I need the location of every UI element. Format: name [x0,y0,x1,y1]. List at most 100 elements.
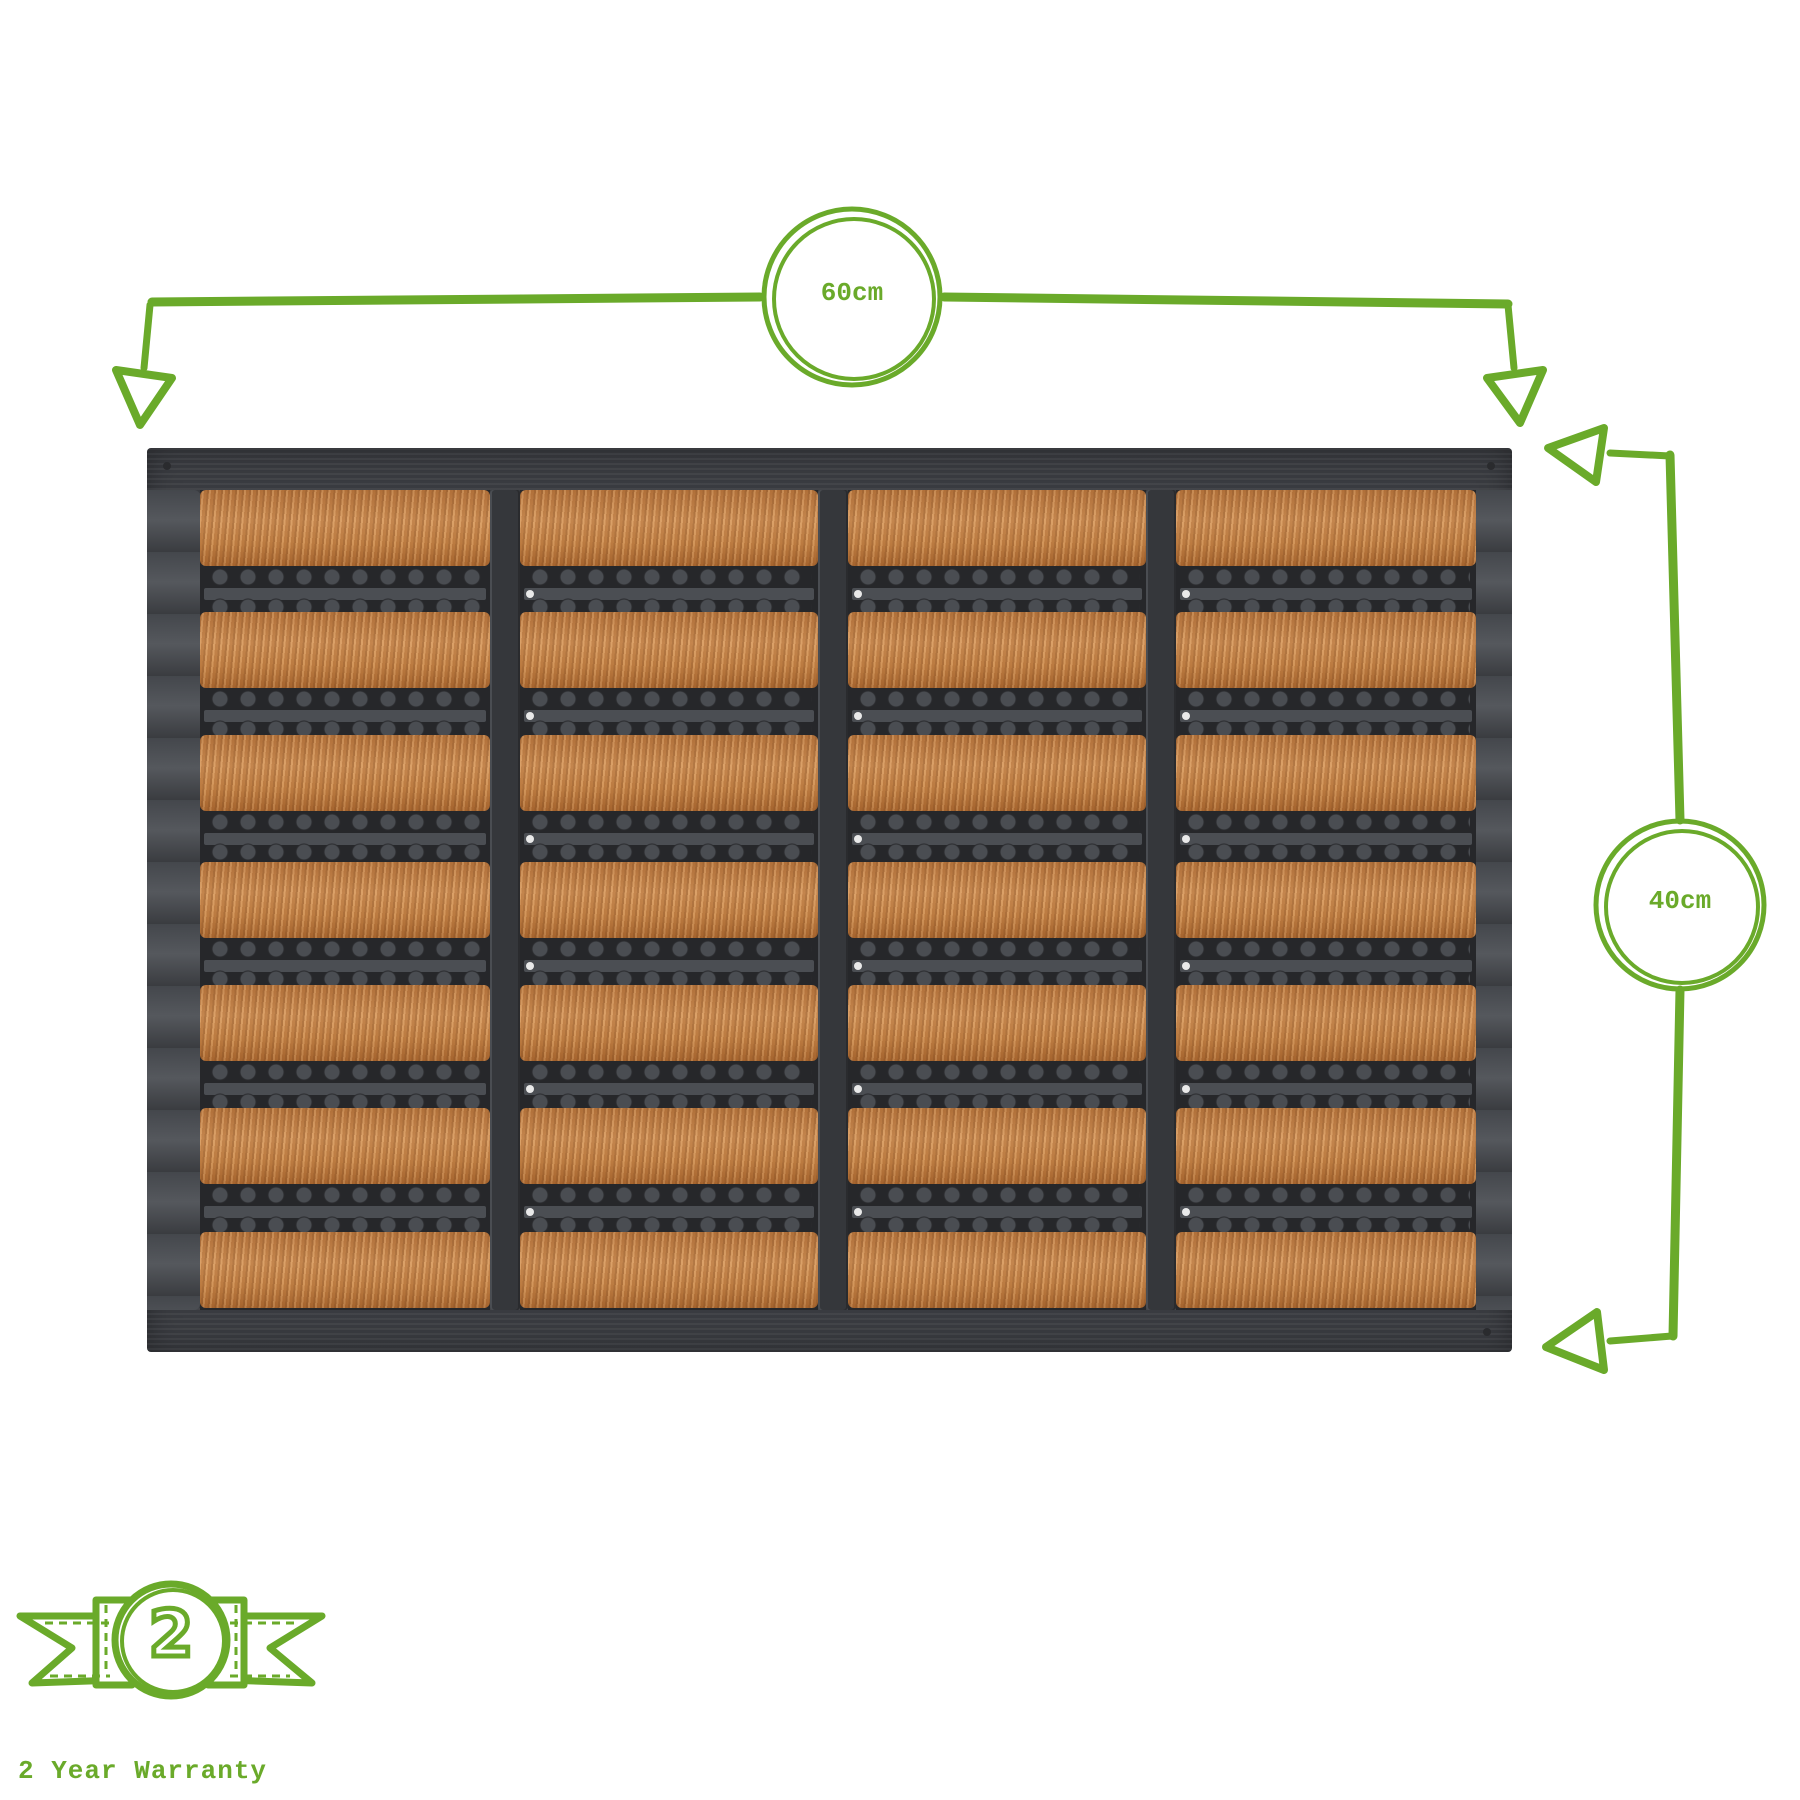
rubber-bar [204,710,486,722]
rubber-studs [526,1216,812,1234]
rubber-studs [1182,1216,1470,1234]
rubber-bar [204,833,486,845]
arrow-down-icon [1483,366,1547,427]
rubber-bar [852,710,1142,722]
rubber-studs [206,598,484,616]
drain-hole [1182,1208,1190,1216]
rubber-bar [852,960,1142,972]
width-dimension-label: 60cm [820,278,884,308]
arrow-down-icon [112,366,176,429]
doormat-image [147,448,1512,1352]
coir-strip [520,612,818,688]
coir-strip [520,1108,818,1184]
drain-hole [854,1085,862,1093]
drain-hole [854,1208,862,1216]
rubber-bar [524,960,814,972]
rubber-studs [206,1093,484,1111]
coir-strip [848,1232,1146,1308]
coir-strip [200,612,490,688]
rubber-studs [526,970,812,988]
coir-strip [1176,1108,1476,1184]
coir-strip [520,490,818,566]
rubber-studs [526,1093,812,1111]
rubber-studs [1182,598,1470,616]
warranty-label: 2 Year Warranty [18,1756,268,1786]
coir-strip [200,985,490,1061]
rubber-bar [524,710,814,722]
coir-strip [848,862,1146,938]
rubber-studs [1182,1093,1470,1111]
rubber-studs [206,1063,484,1081]
rubber-studs [1182,690,1470,708]
coir-strip [1176,490,1476,566]
coir-strip [520,985,818,1061]
coir-strip [200,735,490,811]
arrow-left-icon [1542,1308,1608,1374]
coir-strip [1176,985,1476,1061]
drain-hole [526,590,534,598]
mat-divider [818,490,848,1310]
coir-strip [520,735,818,811]
coir-strip [848,490,1146,566]
rubber-bar [852,1206,1142,1218]
rubber-studs [526,813,812,831]
mat-column [200,490,490,1310]
coir-strip [520,862,818,938]
rubber-studs [526,690,812,708]
coir-strip [200,862,490,938]
mat-left-rail [147,490,200,1310]
coir-strip [200,1232,490,1308]
mat-divider [490,490,520,1310]
coir-strip [1176,735,1476,811]
drain-hole [526,1085,534,1093]
rubber-studs [854,568,1140,586]
rubber-bar [204,960,486,972]
rubber-studs [206,940,484,958]
drain-hole [1182,962,1190,970]
drain-hole [526,962,534,970]
rubber-bar [1180,833,1472,845]
rubber-studs [206,813,484,831]
rubber-studs [206,568,484,586]
mat-screw-hole [163,462,171,470]
rubber-studs [206,1186,484,1204]
rubber-studs [854,1063,1140,1081]
rubber-studs [854,970,1140,988]
drain-hole [1182,712,1190,720]
rubber-bar [204,1083,486,1095]
rubber-bar [524,1083,814,1095]
rubber-studs [526,1063,812,1081]
ribbon-badge-icon [16,1580,326,1700]
drain-hole [1182,590,1190,598]
rubber-studs [206,1216,484,1234]
rubber-bar [1180,710,1472,722]
rubber-bar [852,1083,1142,1095]
rubber-studs [1182,843,1470,861]
mat-screw-hole [1483,1328,1491,1336]
coir-strip [848,1108,1146,1184]
coir-strip [848,985,1146,1061]
coir-strip [520,1232,818,1308]
drain-hole [526,712,534,720]
mat-divider [1146,490,1176,1310]
rubber-studs [206,843,484,861]
rubber-studs [526,720,812,738]
rubber-studs [206,970,484,988]
height-dimension-label: 40cm [1648,886,1712,916]
rubber-studs [1182,1186,1470,1204]
rubber-studs [526,940,812,958]
drain-hole [526,835,534,843]
rubber-studs [854,1186,1140,1204]
rubber-studs [206,720,484,738]
rubber-studs [854,1216,1140,1234]
coir-strip [1176,612,1476,688]
rubber-bar [204,588,486,600]
coir-strip [200,490,490,566]
rubber-bar [524,588,814,600]
warranty-badge-number: 2 [146,1596,196,1675]
drain-hole [854,962,862,970]
rubber-studs [1182,1063,1470,1081]
coir-strip [1176,862,1476,938]
rubber-bar [1180,960,1472,972]
mat-column [1176,490,1476,1310]
